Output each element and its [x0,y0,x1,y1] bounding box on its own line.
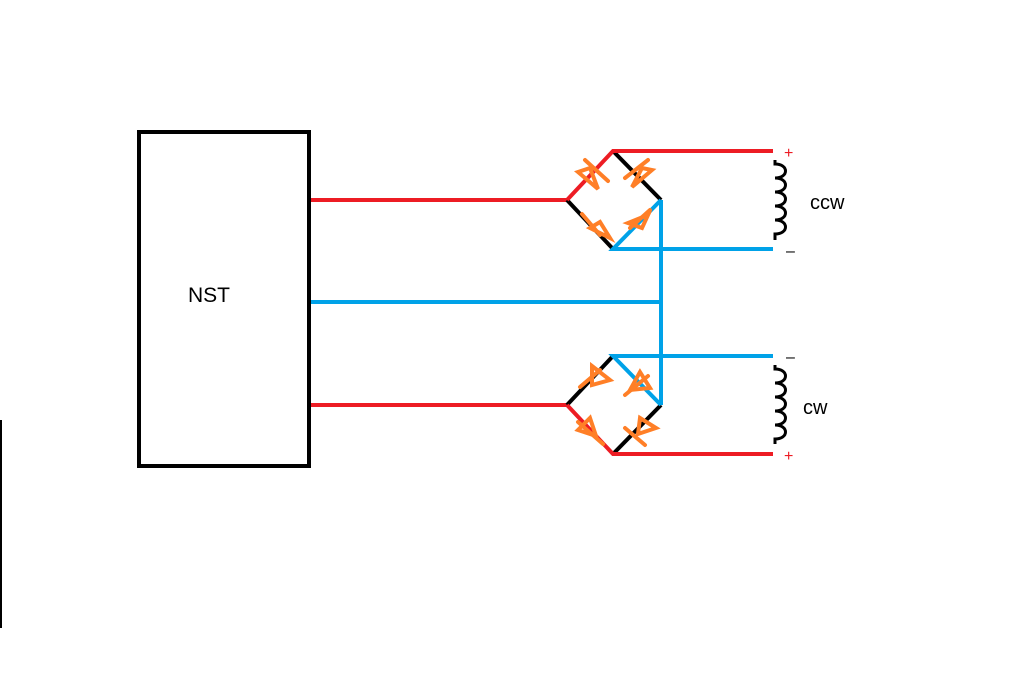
coil-label-ccw: ccw [810,192,845,214]
polarity-minus: – [786,243,795,260]
inductor-icon [773,365,787,444]
bridge-rectifier-bottom [565,354,773,456]
inductor-icon [773,160,787,240]
diode-icon [580,212,616,243]
nst-box [137,130,311,468]
diode-icon [623,414,661,447]
coil-label-cw: cw [803,397,828,419]
diode-icon [622,208,652,231]
polarity-plus: + [784,448,793,465]
diode-icon [578,361,615,389]
polarity-plus: + [784,145,793,162]
coil-cw: – + cw [773,349,828,465]
coil-ccw: + – ccw [773,145,845,260]
bridge-rectifier-top [565,149,773,251]
diode-icon [623,158,657,189]
diode-icon [574,414,605,446]
diode-icon [574,158,610,191]
diode-icon [623,368,654,397]
polarity-minus: – [786,349,795,366]
nst-label: NST [188,284,230,307]
